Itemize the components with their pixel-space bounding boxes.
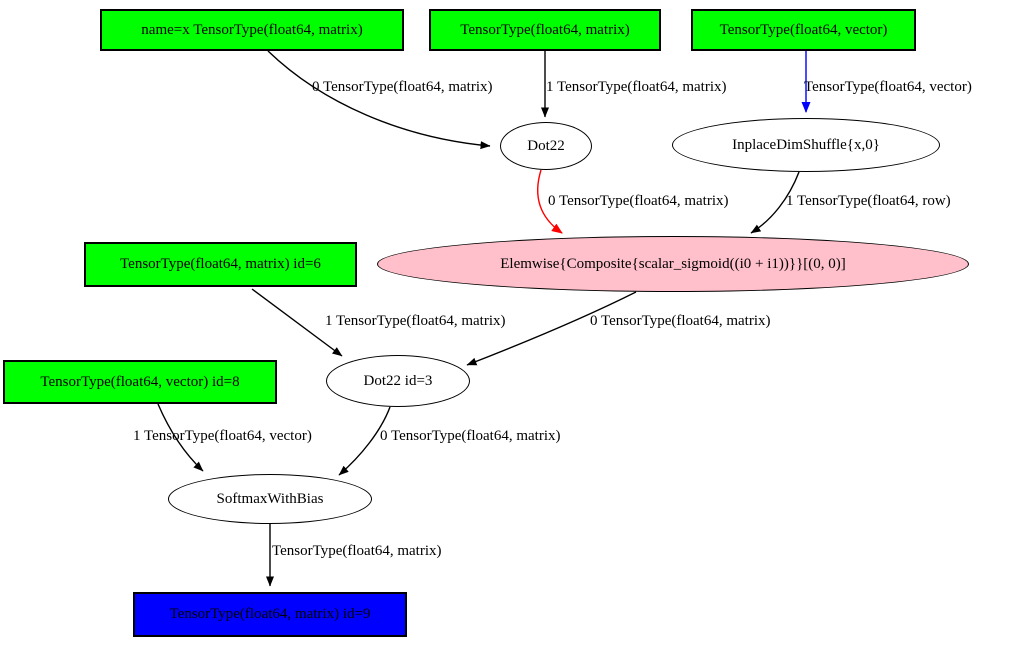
node-dimshuffle: InplaceDimShuffle{x,0} — [672, 118, 940, 172]
edge-label-dot22id3-to-softmax: 0 TensorType(float64, matrix) — [380, 428, 561, 444]
node-dimshuffle-label: InplaceDimShuffle{x,0} — [732, 136, 880, 153]
edge-label-vector-to-dimshuffle: TensorType(float64, vector) — [804, 79, 972, 95]
node-output-id9: TensorType(float64, matrix) id=9 — [133, 592, 407, 637]
node-matrix-id6: TensorType(float64, matrix) id=6 — [84, 242, 357, 287]
node-input-x: name=x TensorType(float64, matrix) — [100, 9, 404, 51]
node-dot22-id3-label: Dot22 id=3 — [363, 372, 433, 389]
edge-label-id6-to-dot22id3: 1 TensorType(float64, matrix) — [325, 313, 506, 329]
edge-label-id8-to-softmax: 1 TensorType(float64, vector) — [133, 428, 312, 444]
edge-dot22id3-to-softmax — [338, 406, 391, 476]
node-dot22: Dot22 — [500, 122, 592, 170]
node-vector-id8: TensorType(float64, vector) id=8 — [3, 360, 277, 404]
node-dot22-id3: Dot22 id=3 — [326, 355, 470, 407]
node-output-id9-label: TensorType(float64, matrix) id=9 — [169, 606, 371, 622]
node-input-x-label: name=x TensorType(float64, matrix) — [141, 21, 363, 38]
edge-label-x-to-dot22: 0 TensorType(float64, matrix) — [312, 79, 493, 95]
node-elemwise: Elemwise{Composite{scalar_sigmoid((i0 + … — [377, 236, 969, 292]
edge-label-matrix-to-dot22: 1 TensorType(float64, matrix) — [546, 79, 727, 95]
edge-label-elemwise-to-dot22id3: 0 TensorType(float64, matrix) — [590, 313, 771, 329]
node-input-vector-label: TensorType(float64, vector) — [719, 21, 888, 38]
edge-label-dot22-to-elemwise: 0 TensorType(float64, matrix) — [548, 193, 729, 209]
node-input-matrix-label: TensorType(float64, matrix) — [460, 21, 630, 38]
node-vector-id8-label: TensorType(float64, vector) id=8 — [40, 373, 240, 390]
node-softmax-label: SoftmaxWithBias — [216, 490, 324, 507]
node-input-vector: TensorType(float64, vector) — [691, 9, 916, 51]
edge-label-softmax-to-output: TensorType(float64, matrix) — [272, 543, 442, 559]
edge-id6-to-dot22id3 — [251, 288, 343, 357]
edge-dimshuffle-to-elemwise — [750, 171, 800, 234]
edge-dot22-to-elemwise — [537, 169, 563, 234]
node-input-matrix: TensorType(float64, matrix) — [429, 9, 661, 51]
node-dot22-label: Dot22 — [527, 137, 565, 154]
edge-id8-to-softmax — [157, 403, 204, 472]
node-matrix-id6-label: TensorType(float64, matrix) id=6 — [120, 256, 321, 272]
edge-label-dimshuffle-to-elemwise: 1 TensorType(float64, row) — [786, 193, 951, 209]
node-softmax: SoftmaxWithBias — [168, 474, 372, 524]
edge-elemwise-to-dot22id3 — [466, 291, 637, 366]
edge-x-to-dot22 — [267, 50, 491, 150]
node-elemwise-label: Elemwise{Composite{scalar_sigmoid((i0 + … — [500, 255, 846, 272]
